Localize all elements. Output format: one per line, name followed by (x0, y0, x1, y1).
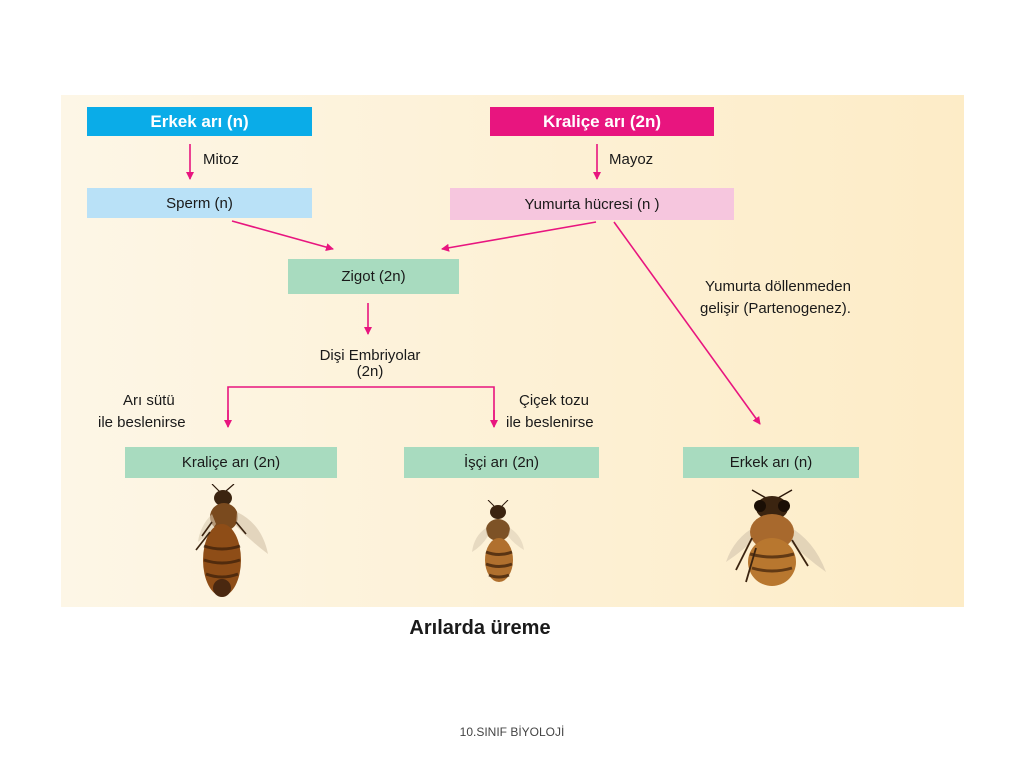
male-bee-parent-box: Erkek arı (n) (87, 107, 312, 136)
arrow-egg-zygote (441, 221, 597, 252)
zygote-box: Zigot (2n) (288, 259, 459, 294)
egg-cell-box: Yumurta hücresi (n ) (450, 188, 734, 220)
arrow-branch-line (227, 386, 495, 423)
sperm-box: Sperm (n) (87, 188, 312, 218)
queen-bee-image (195, 484, 268, 597)
worker-bee-result-box: İşçi arı (2n) (404, 447, 599, 478)
queen-bee-parent-box: Kraliçe arı (2n) (490, 107, 714, 136)
meiosis-label: Mayoz (609, 151, 654, 168)
pollen-label: Çiçek tozu ile beslenirse (506, 391, 636, 432)
worker-bee-image (472, 500, 524, 582)
female-embryos-label: Dişi Embriyolar (2n) (290, 346, 450, 381)
diagram-caption: Arılarda üreme (409, 617, 551, 639)
royal-jelly-line1: Arı sütü (123, 392, 175, 409)
parthenogenesis-line2: gelişir (Partenogenez). (700, 300, 851, 317)
parthenogenesis-label: Yumurta döllenmeden gelişir (Partenogene… (700, 277, 920, 318)
pollen-line2: ile beslenirse (506, 414, 594, 431)
parthenogenesis-line1: Yumurta döllenmeden (705, 278, 851, 295)
female-embryos-line1: Dişi Embriyolar (319, 347, 421, 364)
arrow-sperm-zygote (231, 220, 334, 251)
pollen-line1: Çiçek tozu (519, 392, 590, 409)
drone-bee-image (726, 489, 826, 586)
arrow-egg-male (613, 221, 761, 425)
male-bee-result-box: Erkek arı (n) (683, 447, 859, 478)
queen-bee-result-box: Kraliçe arı (2n) (125, 447, 337, 478)
royal-jelly-label: Arı sütü ile beslenirse (98, 391, 222, 432)
mitosis-label: Mitoz (203, 151, 239, 168)
royal-jelly-line2: ile beslenirse (98, 414, 186, 431)
female-embryos-line2: (2n) (356, 363, 384, 380)
slide-footer: 10.SINIF BİYOLOJİ (459, 725, 565, 739)
